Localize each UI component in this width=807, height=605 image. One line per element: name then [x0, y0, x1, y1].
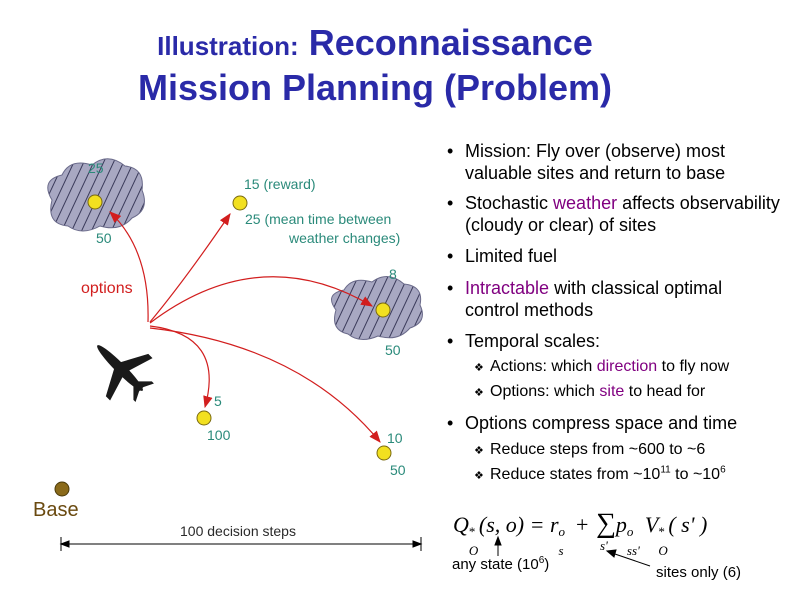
- sub-states-pre: Reduce states from ~10: [490, 466, 661, 483]
- bullet-intractable: • Intractable with classical optimal con…: [447, 278, 723, 320]
- bullet-temporal-text: Temporal scales:: [465, 331, 601, 351]
- arrow-to-cloud2: [149, 276, 374, 324]
- formula-r-sub: s: [558, 543, 564, 558]
- bullet-weather-post: affects observability (cloudy or clear) …: [465, 193, 780, 235]
- site-cloud2: [375, 302, 391, 318]
- sub-bullet-options: ❖ Options: which site to head for: [474, 383, 706, 400]
- sub-bullet-actions: ❖ Actions: which direction to fly now: [474, 358, 730, 375]
- airplane-icon: [97, 345, 154, 402]
- title-prefix: Illustration:: [157, 31, 299, 61]
- formula-note-left: any state (106): [452, 555, 550, 574]
- title-line1: Reconnaissance: [308, 22, 593, 63]
- site-reward: [232, 195, 248, 211]
- formula-p-sub: ss': [626, 543, 640, 558]
- cloud1-top-value: 25: [88, 160, 104, 176]
- sub-options-accent: site: [599, 383, 625, 400]
- slide-title: Illustration: Reconnaissance Mission Pla…: [55, 22, 695, 109]
- sub-options-post: to head for: [624, 383, 706, 400]
- option-arrows: [109, 211, 381, 443]
- sub-actions-accent: direction: [596, 358, 658, 375]
- sub-states-sup2: 6: [720, 464, 726, 476]
- bullet-compress: • Options compress space and time: [447, 413, 738, 433]
- bullet-temporal: • Temporal scales:: [447, 331, 601, 351]
- sub-actions-post: to fly now: [657, 358, 730, 375]
- site-cloud1: [87, 194, 103, 210]
- site-right-bottom-value: 50: [390, 462, 406, 478]
- bullet-intractable-accent: Intractable: [465, 278, 550, 298]
- sub-states-sup1: 11: [660, 464, 671, 476]
- sub-bullet-states: ❖ Reduce states from ~1011 to ~106: [474, 464, 726, 483]
- site-right-bottom: [376, 445, 392, 461]
- bullet-weather: • Stochastic weather affects observabili…: [447, 193, 780, 235]
- bullet-fuel: • Limited fuel: [447, 246, 558, 266]
- options-label: options: [81, 280, 133, 297]
- formula-r-sup: o: [558, 524, 566, 539]
- formula-note-right: sites only (6): [656, 564, 742, 581]
- decision-steps-label: 100 decision steps: [180, 523, 296, 539]
- bullet-fuel-text: Limited fuel: [465, 246, 558, 266]
- bullet-intractable-post: with classical optimal control methods: [465, 278, 723, 320]
- formula-p: p: [615, 512, 627, 537]
- arrow-to-reward: [149, 213, 231, 323]
- sub-bullet-steps: ❖ Reduce steps from ~600 to ~6: [474, 441, 706, 458]
- formula-args: (s, o) = r: [478, 512, 559, 537]
- base-marker: [54, 481, 70, 497]
- base-label: Base: [33, 499, 79, 521]
- bullet-compress-text: Options compress space and time: [465, 413, 738, 433]
- cloud2-bottom-value: 50: [385, 342, 401, 358]
- formula-q-sup: *: [468, 524, 476, 539]
- cloud1-bottom-value: 50: [96, 230, 112, 246]
- arrow-to-right-bottom: [149, 327, 381, 443]
- mean-time-line1: 25 (mean time between: [245, 211, 392, 227]
- formula-v-sub: O: [658, 543, 668, 558]
- cloud2-top-value: 8: [389, 266, 397, 282]
- formula-sum-sub: s': [599, 538, 608, 553]
- bullet-mission: • Mission: Fly over (observe) most valua…: [447, 140, 777, 184]
- decision-steps-line: [59, 537, 423, 551]
- formula-q: Q: [453, 512, 469, 537]
- sub-actions-pre: Actions: which: [490, 358, 597, 375]
- formula-note-left-post: ): [544, 556, 550, 573]
- formula-q-sub: O: [468, 543, 479, 558]
- reward-label: 15 (reward): [244, 176, 316, 192]
- sub-steps-text: Reduce steps from ~600 to ~6: [490, 441, 706, 458]
- arrow-to-cloud1: [109, 211, 149, 323]
- formula-v-arg: ( s' ): [668, 512, 708, 537]
- formula-plus: +: [576, 512, 589, 537]
- formula-annotation-arrows: [494, 535, 651, 567]
- sub-options-pre: Options: which: [490, 383, 600, 400]
- bullet-mission-text: Mission: Fly over (observe) most valuabl…: [465, 141, 726, 183]
- site-left-bottom: [196, 410, 212, 426]
- bullet-weather-pre: Stochastic: [465, 193, 554, 213]
- arrow-to-left-bottom: [149, 325, 213, 409]
- formula-sum: ∑: [595, 508, 616, 539]
- formula-note-left-sup: 6: [538, 555, 545, 566]
- mean-time-line2: weather changes): [289, 230, 401, 246]
- site-right-top-value: 10: [387, 430, 403, 446]
- sub-states-mid: to ~10: [670, 466, 721, 483]
- formula-v: V: [644, 512, 659, 537]
- formula-p-sup: o: [626, 524, 634, 539]
- title-line2: Mission Planning (Problem): [137, 67, 613, 108]
- formula-note-left-pre: any state (10: [452, 556, 539, 573]
- bullet-weather-accent: weather: [553, 193, 618, 213]
- site-left-top-value: 5: [214, 393, 222, 409]
- site-left-bottom-value: 100: [207, 427, 231, 443]
- formula-v-sup: *: [658, 524, 665, 539]
